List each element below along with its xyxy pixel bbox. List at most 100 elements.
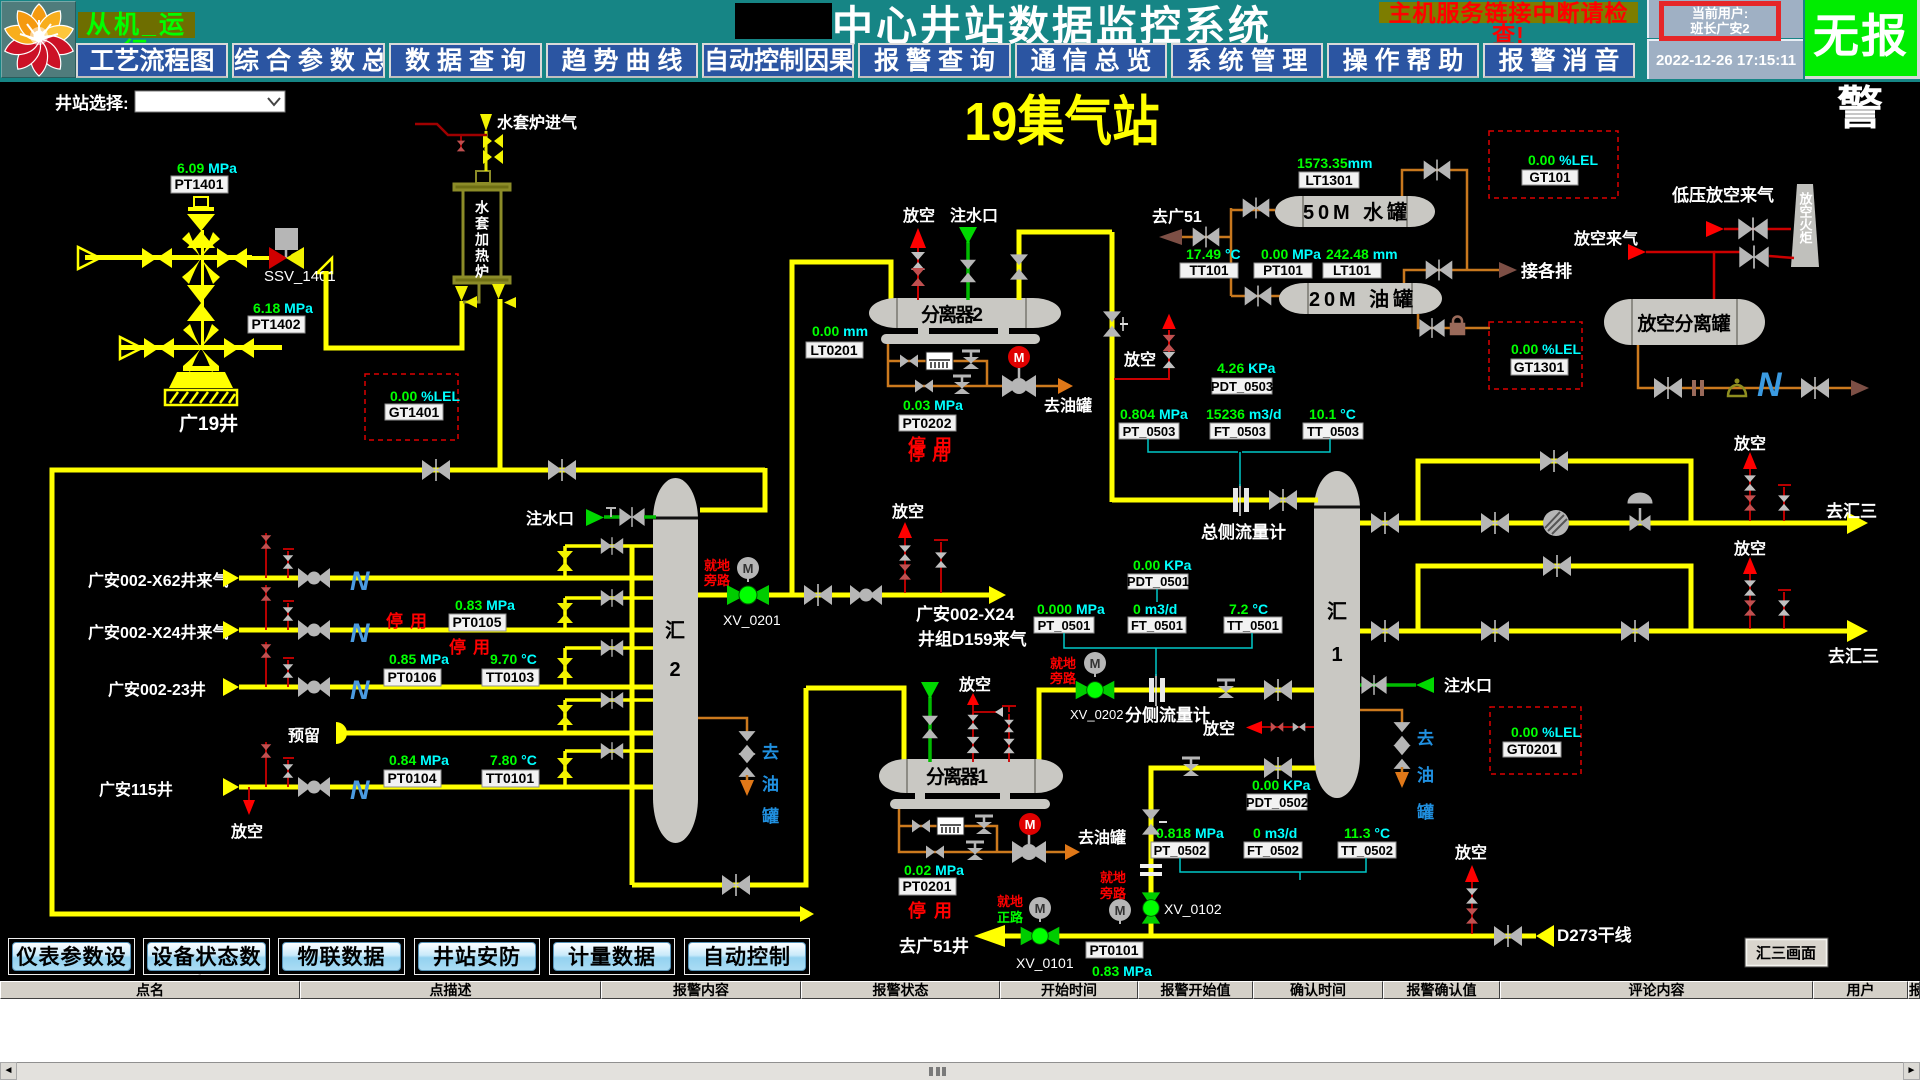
svg-text:罐: 罐 <box>761 806 779 826</box>
svg-text:去: 去 <box>1417 728 1434 748</box>
svg-text:注水口: 注水口 <box>1444 676 1492 695</box>
svg-text:0.02 MPa: 0.02 MPa <box>904 862 964 878</box>
svg-text:0.00 %LEL: 0.00 %LEL <box>1528 152 1598 168</box>
svg-text:低压放空来气: 低压放空来气 <box>1671 185 1774 205</box>
svg-text:LT101: LT101 <box>1333 263 1372 278</box>
svg-text:放空分离罐: 放空分离罐 <box>1637 312 1731 335</box>
svg-text:0 m3/d: 0 m3/d <box>1133 601 1177 617</box>
svg-text:分离器2: 分离器2 <box>921 303 983 326</box>
svg-text:就地: 就地 <box>997 894 1023 909</box>
svg-text:广安002-X62井来气: 广安002-X62井来气 <box>88 571 229 590</box>
svg-text:水套炉进气: 水套炉进气 <box>497 113 577 132</box>
svg-text:注水口: 注水口 <box>950 206 998 225</box>
svg-text:PT_0503: PT_0503 <box>1123 424 1176 439</box>
svg-text:7.2 °C: 7.2 °C <box>1229 601 1268 617</box>
svg-text:放空: 放空 <box>230 822 263 841</box>
svg-text:汇: 汇 <box>1327 600 1347 623</box>
svg-text:停用: 停用 <box>908 435 960 456</box>
svg-text:10.1 °C: 10.1 °C <box>1309 406 1356 422</box>
svg-text:PT1402: PT1402 <box>251 316 300 332</box>
svg-text:汇三画面: 汇三画面 <box>1756 945 1816 962</box>
svg-text:TT_0503: TT_0503 <box>1307 424 1359 439</box>
svg-text:PT0202: PT0202 <box>902 415 951 431</box>
svg-text:2: 2 <box>669 659 680 681</box>
svg-text:0.000 MPa: 0.000 MPa <box>1037 601 1105 617</box>
svg-text:停用: 停用 <box>908 900 960 921</box>
svg-text:去汇三: 去汇三 <box>1828 646 1879 666</box>
svg-text:就地: 就地 <box>1050 656 1076 671</box>
svg-text:0 m3/d: 0 m3/d <box>1253 825 1297 841</box>
svg-text:TT0101: TT0101 <box>486 770 534 786</box>
svg-text:PT_0502: PT_0502 <box>1154 843 1207 858</box>
svg-text:放空: 放空 <box>902 206 935 225</box>
svg-text:广安002-23井: 广安002-23井 <box>108 680 206 699</box>
svg-text:放空: 放空 <box>1123 350 1156 369</box>
svg-text:注水口: 注水口 <box>526 509 574 528</box>
svg-text:19集气站: 19集气站 <box>965 92 1160 152</box>
svg-text:1573.35mm: 1573.35mm <box>1297 155 1373 171</box>
svg-text:去汇三: 去汇三 <box>1826 501 1877 521</box>
svg-text:0.818 MPa: 0.818 MPa <box>1156 825 1224 841</box>
svg-text:PT0101: PT0101 <box>1089 942 1138 958</box>
svg-text:广安115井: 广安115井 <box>99 780 173 799</box>
svg-text:旁路: 旁路 <box>703 573 731 588</box>
svg-text:放空: 放空 <box>1733 539 1766 558</box>
svg-text:放空: 放空 <box>891 502 924 521</box>
svg-text:PT_0501: PT_0501 <box>1038 618 1091 633</box>
svg-text:旁路: 旁路 <box>1049 671 1077 686</box>
svg-text:0.83 MPa: 0.83 MPa <box>455 597 515 613</box>
svg-text:0.00 KPa: 0.00 KPa <box>1133 557 1192 573</box>
svg-text:广安002-X24井来气: 广安002-X24井来气 <box>88 623 229 642</box>
svg-text:0.85 MPa: 0.85 MPa <box>389 651 449 667</box>
svg-text:TT_0501: TT_0501 <box>1227 618 1279 633</box>
svg-text:井组D159来气: 井组D159来气 <box>918 629 1027 649</box>
svg-text:FT_0503: FT_0503 <box>1214 424 1266 439</box>
svg-text:XV_0102: XV_0102 <box>1164 901 1222 917</box>
svg-text:1: 1 <box>1331 644 1342 666</box>
svg-text:停用: 停用 <box>386 611 434 631</box>
svg-text:正路: 正路 <box>997 910 1024 925</box>
svg-text:0.00 MPa: 0.00 MPa <box>1261 246 1321 262</box>
svg-text:井站选择:: 井站选择: <box>55 93 129 113</box>
svg-text:SSV_1401: SSV_1401 <box>264 268 336 285</box>
svg-text:放空火炬: 放空火炬 <box>1798 191 1814 245</box>
svg-text:汇: 汇 <box>665 619 685 642</box>
svg-text:PDT_0503: PDT_0503 <box>1211 379 1273 394</box>
svg-text:PT0201: PT0201 <box>902 878 951 894</box>
svg-text:N: N <box>350 618 370 648</box>
svg-text:GT1401: GT1401 <box>389 404 440 420</box>
svg-text:0.00 %LEL: 0.00 %LEL <box>1511 341 1581 357</box>
svg-text:接各排: 接各排 <box>1521 261 1572 281</box>
svg-text:PDT_0502: PDT_0502 <box>1246 795 1308 810</box>
svg-text:总侧流量计: 总侧流量计 <box>1201 522 1286 542</box>
svg-text:6.18 MPa: 6.18 MPa <box>253 300 313 316</box>
svg-text:0.84 MPa: 0.84 MPa <box>389 752 449 768</box>
svg-text:0.03 MPa: 0.03 MPa <box>903 397 963 413</box>
svg-text:去广51: 去广51 <box>1152 207 1202 226</box>
svg-text:17.49 °C: 17.49 °C <box>1186 246 1241 262</box>
svg-text:XV_0202: XV_0202 <box>1070 707 1124 722</box>
svg-text:就地: 就地 <box>704 558 730 573</box>
svg-text:PT1401: PT1401 <box>174 176 223 192</box>
svg-text:去: 去 <box>762 742 779 762</box>
svg-text:旁路: 旁路 <box>1099 886 1127 901</box>
svg-text:7.80 °C: 7.80 °C <box>490 752 537 768</box>
svg-text:N: N <box>350 566 370 596</box>
svg-text:油: 油 <box>762 774 779 794</box>
svg-text:N: N <box>350 775 370 805</box>
svg-text:广19井: 广19井 <box>179 412 238 435</box>
svg-text:D273干线: D273干线 <box>1557 925 1632 945</box>
svg-text:停用: 停用 <box>908 444 956 464</box>
svg-text:油: 油 <box>1417 765 1434 785</box>
svg-text:242.48 mm: 242.48 mm <box>1326 246 1398 262</box>
svg-text:LT0201: LT0201 <box>810 342 857 358</box>
svg-text:TT101: TT101 <box>1189 263 1229 278</box>
svg-text:GT0201: GT0201 <box>1507 741 1558 757</box>
svg-text:9.70 °C: 9.70 °C <box>490 651 537 667</box>
svg-text:6.09 MPa: 6.09 MPa <box>177 160 237 176</box>
svg-text:0.83 MPa: 0.83 MPa <box>1092 963 1152 979</box>
svg-text:分侧流量计: 分侧流量计 <box>1125 705 1210 725</box>
svg-text:XV_0101: XV_0101 <box>1016 955 1074 971</box>
svg-text:放空: 放空 <box>958 675 991 694</box>
svg-text:放空来气: 放空来气 <box>1573 229 1638 248</box>
